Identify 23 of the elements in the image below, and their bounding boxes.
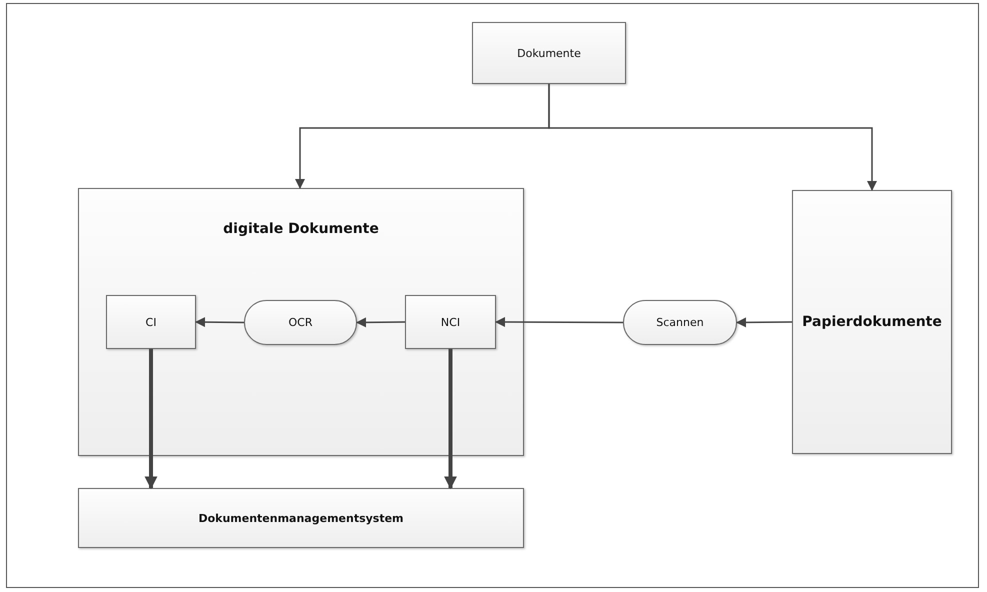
node-label: Dokumente (517, 46, 581, 60)
arrow (548, 84, 877, 191)
arrow (195, 317, 244, 328)
process-box (405, 295, 496, 349)
node-label: CI (146, 316, 156, 328)
node-label: Papierdokumente (802, 314, 942, 330)
process-pill (623, 300, 737, 345)
arrow (444, 349, 457, 490)
arrow (144, 349, 158, 490)
arrow (495, 317, 623, 328)
node-label: OCR (288, 316, 312, 329)
process-box (106, 295, 196, 349)
node-label: digitale Dokumente (223, 221, 379, 237)
node-label: Scannen (656, 316, 704, 329)
arrow (736, 317, 792, 328)
group-box (78, 188, 524, 456)
node-label: NCI (440, 316, 460, 328)
node-label: Dokumentenmanagementsystem (198, 512, 404, 524)
process-box (792, 190, 952, 454)
process-pill (244, 300, 357, 345)
process-box (472, 22, 626, 84)
process-box (78, 488, 524, 548)
arrow (356, 317, 405, 328)
